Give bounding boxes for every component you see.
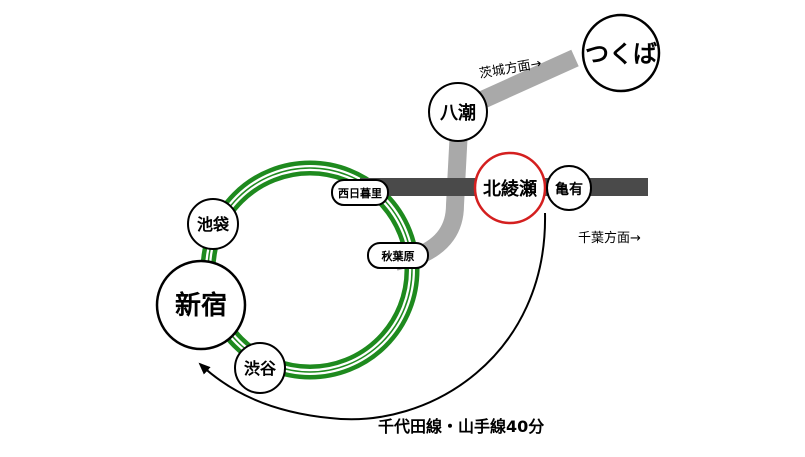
station-label: 新宿 [175,290,227,321]
station-shibuya: 渋谷 [234,342,286,394]
station-yashio: 八潮 [428,82,488,142]
station-marker [546,165,592,211]
station-marker [428,82,488,142]
station-kitaayase: 北綾瀬 [473,151,547,225]
station-marker [331,179,389,206]
station-label: 秋葉原 [382,249,415,263]
station-label: 北綾瀬 [483,178,537,200]
station-nishinippori: 西日暮里 [331,179,389,206]
station-marker [234,342,286,394]
station-label: 池袋 [197,215,230,234]
station-kameari: 亀有 [546,165,592,211]
station-label: 亀有 [555,181,583,198]
station-shinjuku: 新宿 [155,259,247,351]
station-marker [155,259,247,351]
station-marker [367,242,429,269]
station-tsukuba: つくば [581,13,661,93]
station-label: 八潮 [440,103,476,124]
route-time-note: 千代田線・山手線40分 [378,417,544,436]
station-akihabara: 秋葉原 [367,242,429,269]
tsukuba-branch-line [392,49,579,271]
route-arrow [198,212,547,421]
station-marker [187,198,239,250]
station-marker [473,151,547,225]
station-ikebukuro: 池袋 [187,198,239,250]
station-label: つくば [585,40,657,68]
station-label: 西日暮里 [338,186,382,200]
station-label: 渋谷 [244,359,277,378]
chiba-direction-label: 千葉方面→ [578,230,641,246]
station-marker [581,13,661,93]
